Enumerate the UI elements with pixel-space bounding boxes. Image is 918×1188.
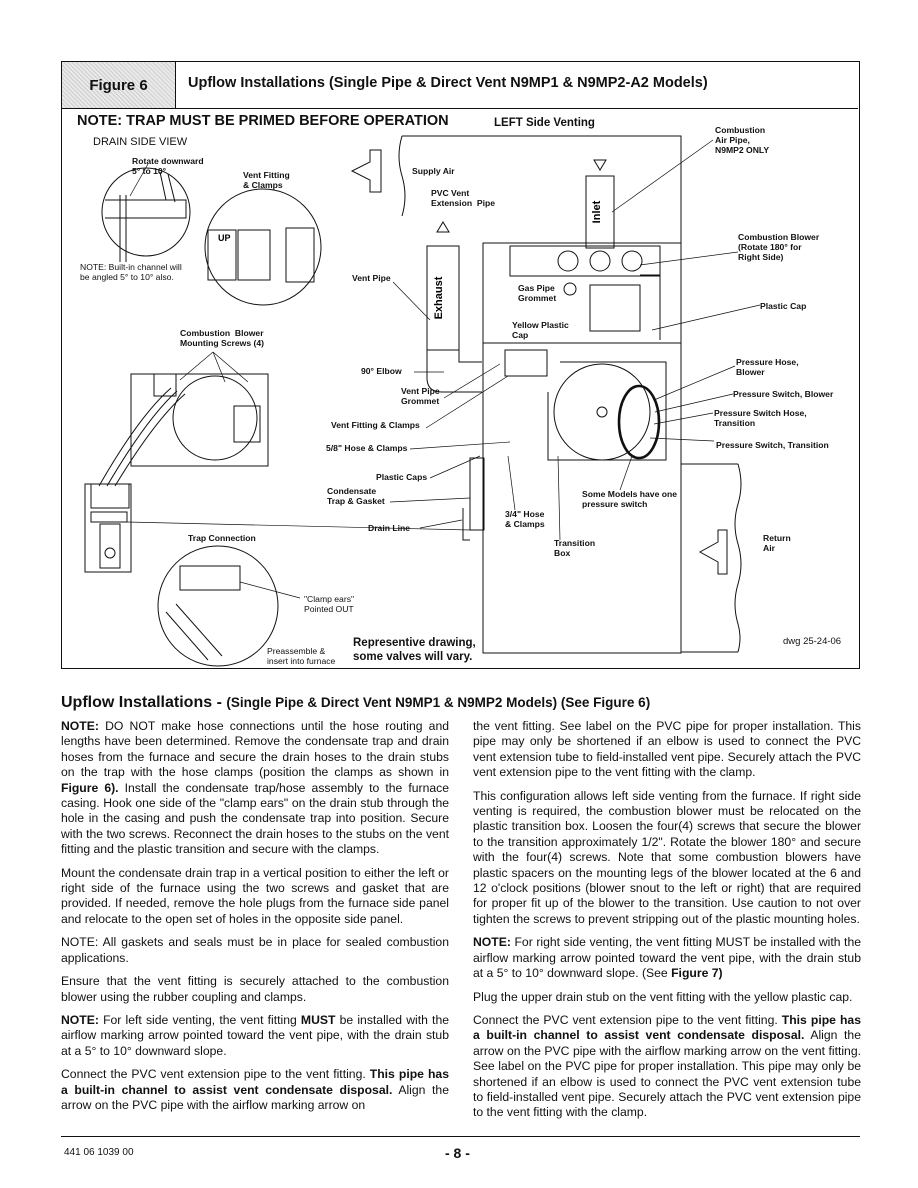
section-heading: Upflow Installations - (Single Pipe & Di…: [61, 694, 650, 712]
section-heading-sub: (Single Pipe & Direct Vent N9MP1 & N9MP2…: [226, 695, 651, 710]
left-column: NOTE: DO NOT make hose connections until…: [61, 719, 449, 1121]
return-air-label: Return Air: [763, 533, 791, 553]
up-label: UP: [218, 233, 231, 243]
pressure-hose-blower-label: Pressure Hose, Blower: [736, 357, 799, 377]
inlet-label: Inlet: [591, 200, 603, 223]
vent-fitting-clamps-callout: Vent Fitting & Clamps: [331, 420, 420, 430]
left-paragraph-1: NOTE: DO NOT make hose connections until…: [61, 719, 449, 857]
vent-pipe-label: Vent Pipe: [352, 273, 391, 283]
condensate-trap-gasket-label: Condensate Trap & Gasket: [327, 486, 385, 506]
plastic-caps-label: Plastic Caps: [376, 472, 428, 482]
preassemble-label: Preassemble & insert into furnace: [267, 646, 336, 666]
figure-label: Figure 6: [62, 62, 176, 108]
representative-drawing-note: Representive drawing, some valves will v…: [353, 637, 476, 663]
vent-fitting-clamps-label: Vent Fitting & Clamps: [243, 170, 290, 190]
left-side-venting-label: LEFT Side Venting: [494, 117, 595, 129]
left-paragraph-3: NOTE: All gaskets and seals must be in p…: [61, 935, 449, 965]
pressure-switch-blower-label: Pressure Switch, Blower: [733, 389, 834, 399]
hose-clamps-3-4-label: 3/4" Hose & Clamps: [505, 509, 545, 529]
right-paragraph-5: Connect the PVC vent extension pipe to t…: [473, 1012, 861, 1120]
right-paragraph-3: NOTE: For right side venting, the vent f…: [473, 935, 861, 981]
builtin-channel-note: NOTE: Built-in channel will be angled 5°…: [80, 262, 182, 282]
right-paragraph-2: This configuration allows left side vent…: [473, 788, 861, 926]
pressure-switch-hose-transition-label: Pressure Switch Hose, Transition: [714, 408, 807, 428]
left-paragraph-4: Ensure that the vent fitting is securely…: [61, 974, 449, 1004]
right-paragraph-1: the vent fitting. See label on the PVC p…: [473, 719, 861, 780]
left-paragraph-2: Mount the condensate drain trap in a ver…: [61, 865, 449, 926]
left-paragraph-5: NOTE: For left side venting, the vent fi…: [61, 1012, 449, 1058]
furnace-drawing: Exhaust Inlet UP: [84, 135, 761, 667]
left-paragraph-6: Connect the PVC vent extension pipe to t…: [61, 1067, 449, 1112]
clamp-ears-label: "Clamp ears" Pointed OUT: [304, 594, 355, 614]
exhaust-label: Exhaust: [433, 276, 445, 319]
combustion-blower-rotate-label: Combustion Blower (Rotate 180° for Right…: [738, 232, 820, 262]
plastic-cap-label: Plastic Cap: [760, 301, 807, 311]
right-column: the vent fitting. See label on the PVC p…: [473, 719, 861, 1129]
combustion-air-pipe-label: Combustion Air Pipe, N9MP2 ONLY: [715, 125, 770, 155]
elbow-90-label: 90° Elbow: [361, 366, 402, 376]
trap-prime-note: NOTE: TRAP MUST BE PRIMED BEFORE OPERATI…: [77, 113, 449, 129]
figure-header: Figure 6 Upflow Installations (Single Pi…: [62, 62, 858, 109]
supply-air-label: Supply Air: [412, 166, 455, 176]
trap-connection-label: Trap Connection: [188, 533, 256, 543]
drain-side-view-label: DRAIN SIDE VIEW: [93, 136, 188, 148]
pvc-vent-extension-label: PVC Vent Extension Pipe: [431, 188, 495, 208]
drain-line-label: Drain Line: [368, 523, 411, 533]
right-paragraph-4: Plug the upper drain stub on the vent fi…: [473, 989, 853, 1004]
document-number: 441 06 1039 00: [64, 1147, 134, 1158]
page-number: - 8 -: [445, 1145, 470, 1161]
transition-box-label: Transition Box: [554, 538, 596, 558]
pressure-switch-transition-label: Pressure Switch, Transition: [716, 440, 829, 450]
hose-clamps-5-8-label: 5/8" Hose & Clamps: [326, 443, 408, 453]
drawing-number: dwg 25-24-06: [783, 636, 842, 647]
blower-mounting-screws-label: Combustion Blower Mounting Screws (4): [180, 328, 265, 348]
rotate-downward-label: Rotate downward 5° to 10°: [132, 156, 204, 176]
gas-pipe-grommet-label: Gas Pipe Grommet: [518, 283, 557, 303]
figure-title: Upflow Installations (Single Pipe & Dire…: [188, 75, 708, 91]
vent-pipe-grommet-label: Vent Pipe Grommet: [401, 386, 440, 406]
figure-6-box: Figure 6 Upflow Installations (Single Pi…: [61, 61, 860, 669]
yellow-plastic-cap-label: Yellow Plastic Cap: [512, 320, 569, 340]
section-heading-main: Upflow Installations -: [61, 694, 227, 711]
footer-rule: [61, 1136, 860, 1137]
some-models-note: Some Models have one pressure switch: [582, 489, 678, 509]
